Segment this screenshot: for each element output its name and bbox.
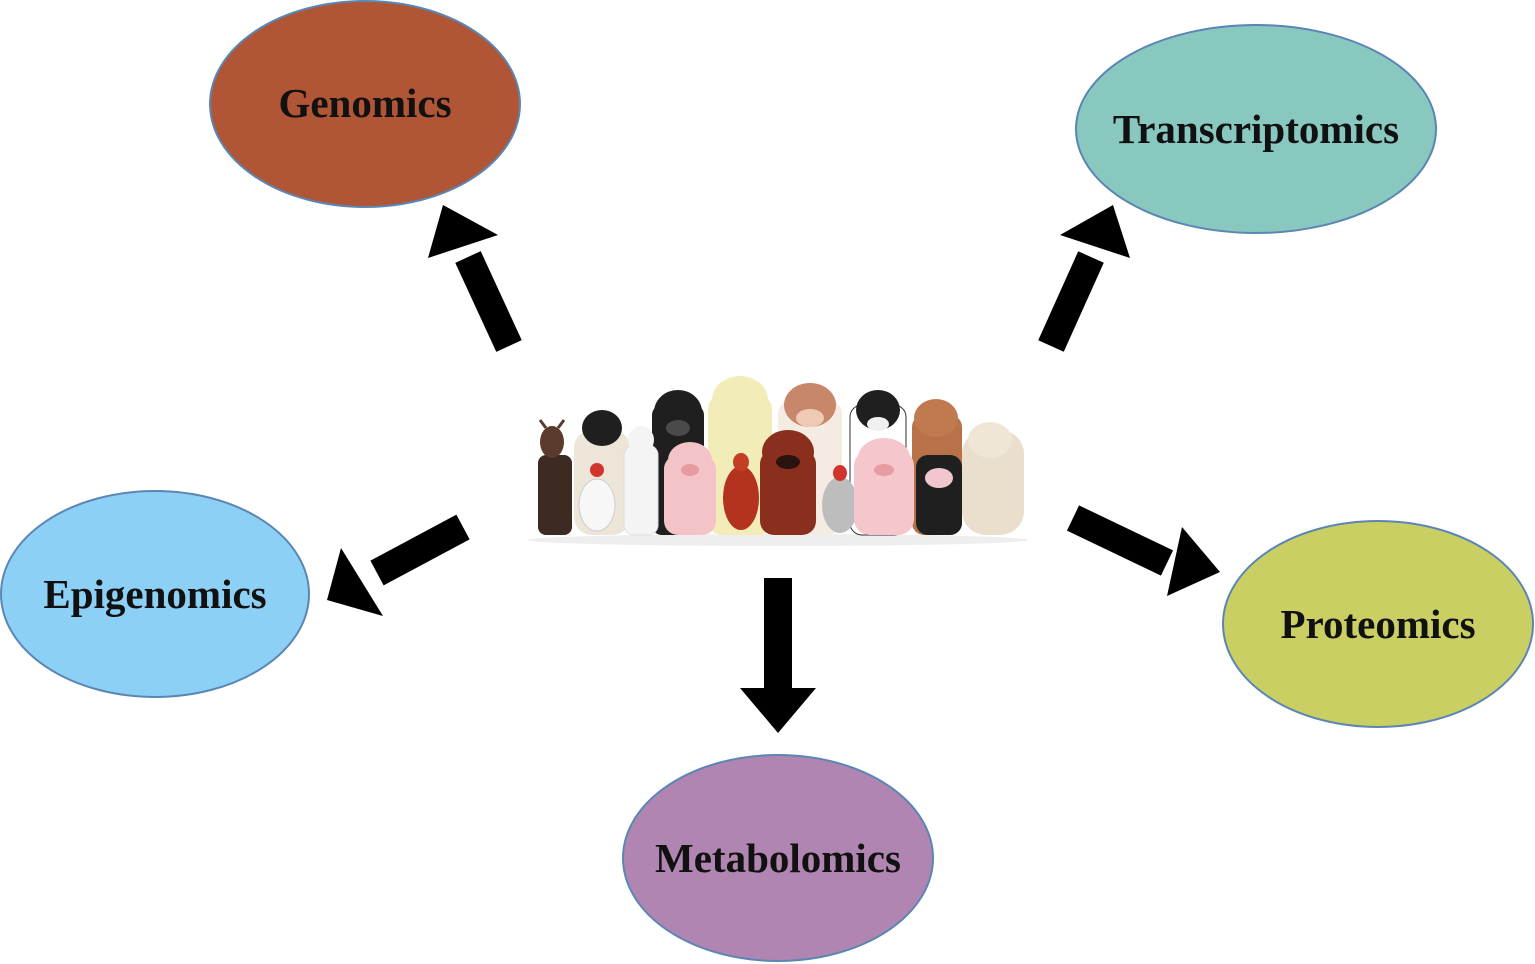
- arrow-to-genomics: [428, 205, 522, 352]
- pig-pink-icon: [664, 442, 716, 535]
- node-epigenomics: Epigenomics: [0, 490, 310, 698]
- proteomics-ellipse: [1222, 520, 1534, 728]
- metabolomics-ellipse: [622, 754, 934, 962]
- goat-icon: [538, 419, 572, 535]
- dog-brown-icon: [760, 430, 816, 535]
- genomics-ellipse: [209, 0, 521, 208]
- epigenomics-ellipse: [0, 490, 310, 698]
- transcriptomics-label: Transcriptomics: [1113, 106, 1399, 152]
- transcriptomics-ellipse: [1075, 24, 1437, 234]
- arrow-to-metabolomics-head: [740, 688, 816, 733]
- node-transcriptomics: Transcriptomics: [1075, 24, 1437, 234]
- farm-animals-illustration: [528, 376, 1028, 546]
- arrow-to-proteomics: [1066, 505, 1220, 596]
- arrow-to-epigenomics: [327, 514, 470, 616]
- arrow-to-proteomics-shaft: [1066, 505, 1174, 576]
- node-proteomics: Proteomics: [1222, 520, 1534, 728]
- ground-shadow: [528, 534, 1028, 546]
- metabolomics-label: Metabolomics: [655, 835, 901, 881]
- arrow-to-proteomics-head: [1167, 527, 1220, 596]
- pig-black-icon: [916, 455, 962, 535]
- arrow-to-transcriptomics: [1038, 205, 1130, 352]
- genomics-label: Genomics: [278, 80, 451, 126]
- arrow-to-transcriptomics-shaft: [1038, 251, 1104, 352]
- arrow-to-metabolomics: [740, 578, 816, 733]
- pig-pink-large-icon: [854, 438, 914, 535]
- chicken-white-icon: [578, 463, 616, 532]
- arrow-to-genomics-head: [428, 205, 498, 258]
- arrow-to-transcriptomics-head: [1060, 205, 1130, 258]
- proteomics-label: Proteomics: [1280, 601, 1475, 647]
- arrow-to-genomics-shaft: [455, 251, 522, 352]
- arrow-to-epigenomics-shaft: [370, 514, 470, 586]
- epigenomics-label: Epigenomics: [43, 571, 266, 617]
- hen-speckled-icon: [822, 465, 858, 533]
- node-genomics: Genomics: [209, 0, 521, 208]
- rooster-red-icon: [723, 453, 759, 530]
- goat-white-icon: [623, 426, 659, 536]
- arrow-to-epigenomics-head: [327, 548, 383, 616]
- sheep-cream-icon: [962, 422, 1024, 535]
- node-metabolomics: Metabolomics: [622, 754, 934, 962]
